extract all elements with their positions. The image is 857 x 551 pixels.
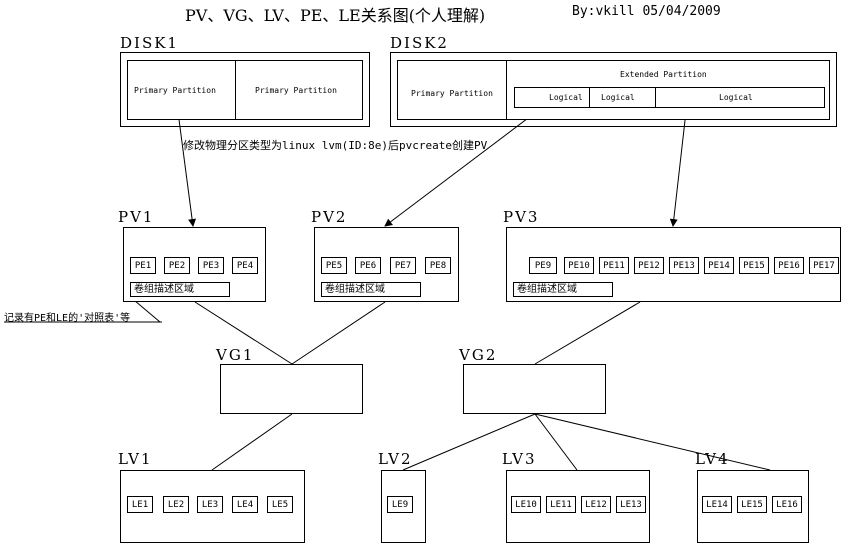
pvcreate-note: 修改物理分区类型为linux lvm(ID:8e)后pvcreate创建PV — [183, 139, 488, 152]
le-cell: LE3 — [197, 496, 223, 513]
pe-cell: PE11 — [599, 257, 629, 274]
le-cell: LE1 — [127, 496, 153, 513]
disk1-partition-1: Primary Partition — [134, 86, 216, 95]
pv2-box: PE5 PE6 PE7 PE8 卷组描述区域 — [314, 227, 459, 302]
pe-cell: PE9 — [529, 257, 557, 274]
le-cell: LE14 — [702, 496, 732, 513]
partition-divider — [235, 61, 236, 119]
vgda-note: 记录有PE和LE的'对照表'等 — [4, 313, 131, 324]
lv3-box: LE10 LE11 LE12 LE13 — [506, 470, 650, 543]
link-vg2-lv4 — [534, 413, 771, 471]
logical-partition-2: Logical — [601, 93, 635, 102]
lv4-label: LV4 — [695, 450, 730, 468]
diagram-title: PV、VG、LV、PE、LE关系图(个人理解) — [185, 6, 486, 25]
disk2-extended-partition: Extended Partition — [620, 70, 707, 79]
vgda-region: 卷组描述区域 — [321, 282, 421, 297]
lv3-label: LV3 — [502, 450, 537, 468]
disk2-box: Primary Partition Extended Partition Log… — [390, 52, 837, 127]
pe-cell: PE5 — [321, 257, 347, 274]
pe-cell: PE4 — [232, 257, 258, 274]
pe-cell: PE3 — [198, 257, 224, 274]
pv3-label: PV3 — [503, 208, 540, 226]
vgda-region: 卷组描述区域 — [513, 282, 613, 297]
vg1-box — [220, 364, 363, 414]
vgda-region: 卷组描述区域 — [130, 282, 230, 297]
le-cell: LE12 — [581, 496, 611, 513]
link-vg1-lv1 — [211, 413, 293, 471]
le-cell: LE11 — [546, 496, 576, 513]
pe-cell: PE14 — [704, 257, 734, 274]
logical-partition-1: Logical — [549, 93, 583, 102]
pv3-box: PE9 PE10 PE11 PE12 PE13 PE14 PE15 PE16 P… — [506, 227, 841, 302]
disk1-box: Primary Partition Primary Partition — [120, 52, 370, 127]
logical-partitions-box: Logical Logical Logical — [514, 87, 825, 108]
pe-cell: PE8 — [425, 257, 451, 274]
lv2-box: LE9 — [381, 470, 426, 543]
disk1-partition-2: Primary Partition — [255, 86, 337, 95]
pe-cell: PE10 — [564, 257, 594, 274]
link-vg2-lv3 — [534, 413, 578, 471]
pv1-label: PV1 — [118, 208, 155, 226]
lv2-label: LV2 — [378, 450, 413, 468]
pe-cell: PE12 — [634, 257, 664, 274]
pe-cell: PE16 — [774, 257, 804, 274]
disk1-inner: Primary Partition Primary Partition — [127, 60, 363, 120]
le-cell: LE10 — [511, 496, 541, 513]
le-cell: LE9 — [387, 496, 413, 513]
disk2-label: DISK2 — [390, 34, 449, 52]
pe-cell: PE1 — [130, 257, 156, 274]
le-cell: LE2 — [163, 496, 189, 513]
lv4-box: LE14 LE15 LE16 — [697, 470, 809, 543]
le-cell: LE4 — [232, 496, 258, 513]
partition-divider — [506, 61, 507, 119]
disk1-label: DISK1 — [120, 34, 179, 52]
link-pv2-vg1 — [291, 301, 386, 365]
author-date: By:vkill 05/04/2009 — [572, 4, 721, 19]
pe-cell: PE17 — [809, 257, 839, 274]
pv2-label: PV2 — [311, 208, 348, 226]
link-vg2-lv2 — [402, 413, 536, 471]
le-cell: LE5 — [267, 496, 293, 513]
le-cell: LE15 — [737, 496, 767, 513]
vg1-label: VG1 — [216, 346, 255, 364]
le-cell: LE13 — [616, 496, 646, 513]
disk2-inner: Primary Partition Extended Partition Log… — [397, 60, 830, 120]
lv1-label: LV1 — [118, 450, 153, 468]
arrow-disk1-to-pv1 — [177, 111, 197, 227]
link-pv1-vg1 — [194, 301, 293, 365]
link-pv3-vg2 — [534, 301, 641, 365]
le-cell: LE16 — [772, 496, 802, 513]
pe-cell: PE15 — [739, 257, 769, 274]
pe-cell: PE2 — [164, 257, 190, 274]
pe-cell: PE7 — [390, 257, 416, 274]
pe-cell: PE13 — [669, 257, 699, 274]
logical-partition-3: Logical — [719, 93, 753, 102]
lv1-box: LE1 LE2 LE3 LE4 LE5 — [120, 470, 305, 543]
vg2-label: VG2 — [459, 346, 498, 364]
pe-cell: PE6 — [355, 257, 381, 274]
disk2-primary-partition: Primary Partition — [411, 89, 493, 98]
vg2-box — [463, 364, 606, 414]
pv1-box: PE1 PE2 PE3 PE4 卷组描述区域 — [123, 227, 266, 302]
